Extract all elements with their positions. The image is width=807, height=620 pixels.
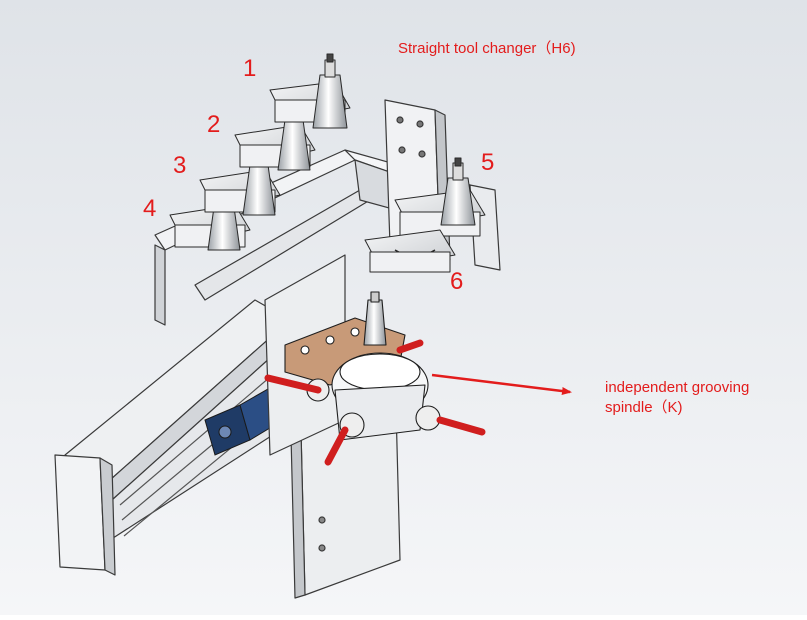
red-handles <box>264 339 486 466</box>
spindle-pointer-arrow <box>431 373 572 395</box>
spindle-note-line2: spindle（K) <box>605 399 683 416</box>
grooving-spindle <box>284 291 441 441</box>
spindle-note: independent grooving spindle（K) <box>605 378 749 418</box>
spindle-note-line1: independent grooving <box>605 379 750 396</box>
tool-holders-right <box>364 157 486 273</box>
callout-1: 1 <box>243 55 257 82</box>
callout-4: 4 <box>143 195 157 222</box>
tool-holders-left <box>169 53 351 251</box>
linear-rail <box>54 299 297 576</box>
callout-6: 6 <box>450 268 464 295</box>
callout-5: 5 <box>481 149 495 176</box>
diagram-title: Straight tool changer（H6) <box>398 40 576 57</box>
callout-2: 2 <box>207 111 221 138</box>
callout-3: 3 <box>173 152 187 179</box>
